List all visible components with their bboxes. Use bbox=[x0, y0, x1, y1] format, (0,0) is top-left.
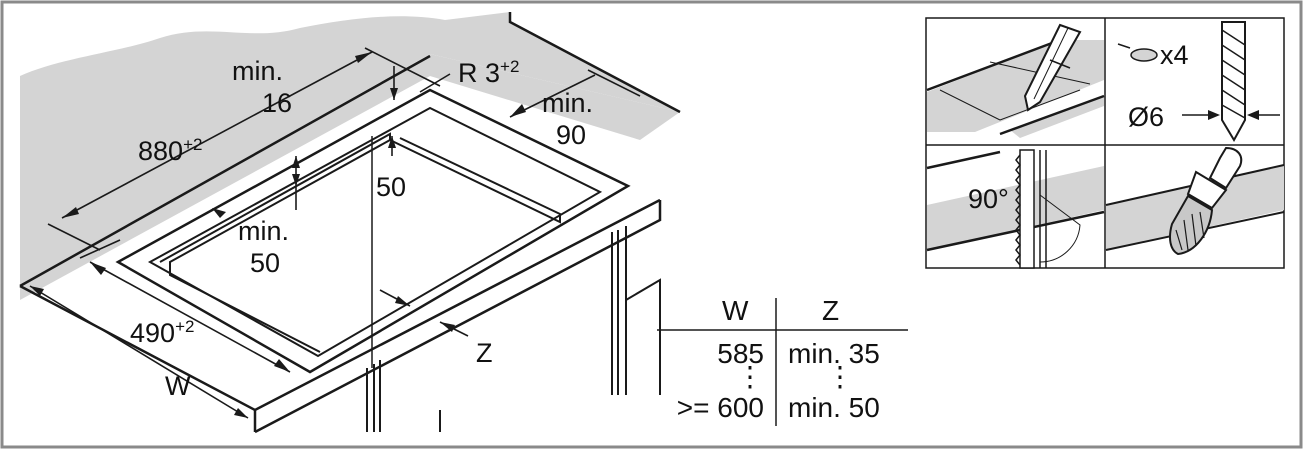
z-dimension-label: Z bbox=[476, 338, 493, 368]
step-mark-panel bbox=[926, 23, 1105, 138]
screw-count-label: x4 bbox=[1160, 40, 1189, 70]
saw-angle-label: 90° bbox=[968, 184, 1009, 214]
back-min-label-1: min. bbox=[232, 56, 283, 86]
back-min-label-2: 16 bbox=[262, 88, 292, 118]
right-min-label-2: 90 bbox=[556, 120, 586, 150]
worktop-drawing: 880+2 490+2 R 3+2 min. 16 min. 90 min. 5… bbox=[19, 12, 690, 434]
depth-dimension-label: 490+2 bbox=[130, 317, 194, 348]
table-header-z: Z bbox=[822, 295, 839, 326]
right-min-label-1: min. bbox=[542, 88, 593, 118]
worktop-back-edge bbox=[19, 54, 431, 288]
rim-depth-label: 50 bbox=[376, 172, 406, 202]
dimension-arrows bbox=[30, 52, 526, 418]
table-cell-w-2: >= 600 bbox=[677, 392, 764, 423]
table-cell-z-1: min. 35 bbox=[788, 338, 880, 369]
wall-edge bbox=[508, 12, 681, 114]
drill-diameter-label: Ø6 bbox=[1128, 102, 1164, 132]
step-panels: x4 Ø6 90° bbox=[925, 17, 1285, 269]
table-cell-z-2: min. 50 bbox=[788, 392, 880, 423]
step-saw-panel: 90° bbox=[926, 149, 1105, 269]
step-drill-panel: x4 Ø6 bbox=[1117, 21, 1280, 143]
front-min-label-2: 50 bbox=[250, 248, 280, 278]
screw-icon bbox=[1130, 48, 1158, 62]
width-dimension-label: 880+2 bbox=[138, 135, 202, 166]
radius-label: R 3+2 bbox=[458, 57, 519, 88]
worktop-back-shade bbox=[20, 54, 680, 300]
table-cell-w-1: 585 bbox=[717, 338, 764, 369]
w-z-table: W Z 585 min. 35 ⋮ ⋮ >= 600 min. 50 bbox=[657, 295, 908, 426]
drill-bit-icon bbox=[1221, 21, 1246, 143]
brush-icon bbox=[1169, 146, 1243, 256]
front-min-label-1: min. bbox=[238, 216, 289, 246]
cabinet bbox=[366, 226, 661, 432]
w-dimension-label: W bbox=[165, 371, 191, 401]
table-header-w: W bbox=[722, 295, 749, 326]
cutout-opening bbox=[147, 106, 603, 358]
table-ellipsis-z: ⋮ bbox=[826, 361, 854, 392]
step-seal-panel bbox=[1105, 146, 1285, 256]
saw-blade-icon bbox=[1019, 149, 1035, 269]
table-ellipsis-w: ⋮ bbox=[736, 361, 764, 392]
